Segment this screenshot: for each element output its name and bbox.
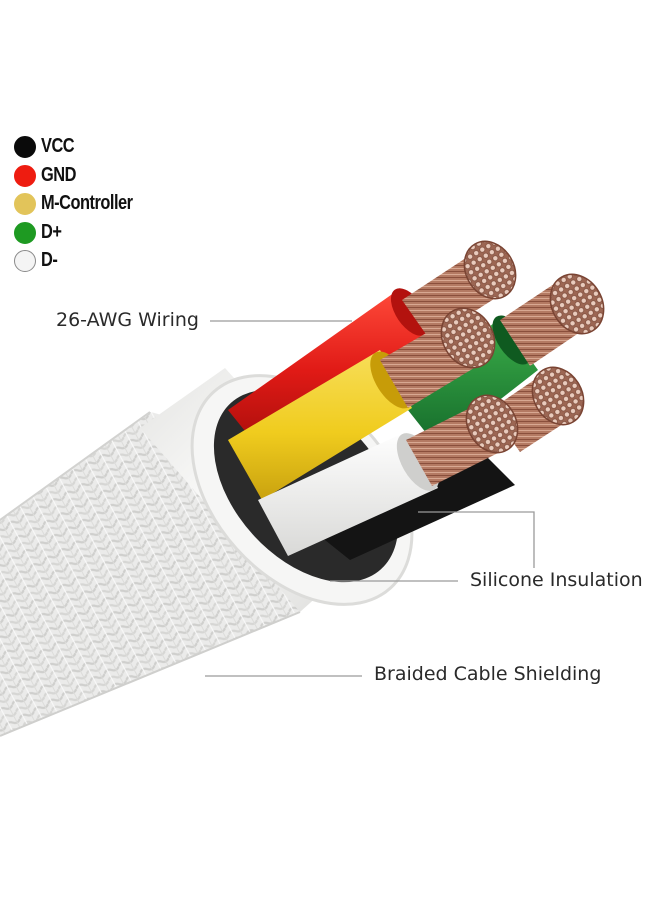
legend-swatch	[14, 250, 36, 272]
legend-item-gnd: GND	[12, 163, 212, 192]
yellow-copper-end	[440, 307, 496, 369]
legend-label: D-	[41, 249, 58, 271]
black-copper-end	[531, 366, 585, 426]
yellow-wire	[228, 350, 412, 500]
callout-braided-cable-shielding: Braided Cable Shielding	[374, 663, 602, 685]
callout-silicone-insulation: Silicone Insulation	[470, 569, 643, 591]
legend-swatch	[14, 136, 36, 158]
legend-swatch	[14, 193, 36, 215]
insulation-leader-line-2	[418, 511, 535, 568]
legend-swatch	[14, 164, 36, 187]
legend-label: D+	[41, 220, 62, 243]
legend-item-m-controller: M-Controller	[12, 191, 212, 220]
callout-26-awg-wiring: 26-AWG Wiring	[56, 309, 199, 331]
red-copper-end	[463, 240, 517, 300]
legend-item-d-plus: D+	[12, 220, 212, 249]
green-copper-end	[549, 273, 605, 335]
legend-label: VCC	[41, 135, 75, 157]
legend-item-d-minus: D-	[12, 248, 212, 277]
white-wire	[258, 430, 438, 556]
legend-label: M-Controller	[41, 192, 133, 214]
legend-item-vcc: VCC	[12, 134, 212, 163]
wire-color-legend: VCC GND M-Controller D+ D-	[12, 134, 212, 277]
white-copper-end	[465, 394, 519, 454]
legend-label: GND	[41, 163, 76, 186]
legend-swatch	[14, 221, 36, 244]
